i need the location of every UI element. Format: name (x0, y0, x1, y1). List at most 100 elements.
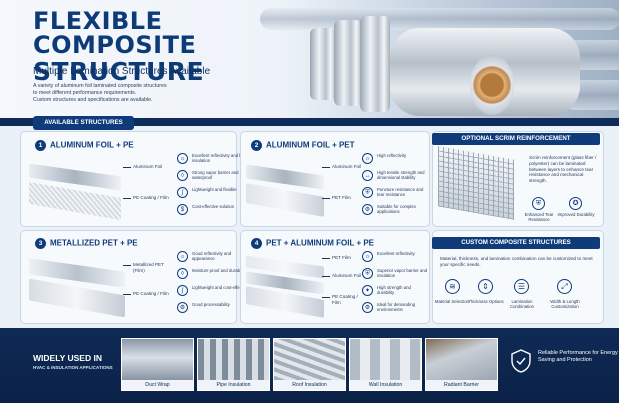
feature-item: ☼Excellent reflectivity and heat insulat… (177, 153, 251, 164)
layer-diagram (29, 251, 139, 321)
application-caption: Pipe Insulation (197, 380, 270, 391)
tension-icon: ↔ (362, 170, 373, 181)
badge-icon: ✪ (569, 197, 582, 210)
scrim-description: Scrim reinforcement (glass fiber / polye… (529, 155, 597, 184)
radiant-barrier-photo (425, 338, 498, 381)
feature-item: ⛨Superior vapor barrier and insulation (362, 268, 428, 279)
feature-item: ✦High strength and durability (362, 285, 428, 296)
layer-label: Aluminum Foil (321, 273, 362, 278)
layer-diagram (246, 251, 336, 321)
number-badge: 4 (251, 238, 262, 249)
shield-icon: ⛨ (362, 268, 373, 279)
roof-insulation-photo (273, 338, 346, 381)
scrim-title: OPTIONAL SCRIM REINFORCEMENT (432, 133, 600, 145)
gear-icon: ⚙ (177, 302, 188, 313)
feature-item: ☼High reflectivity (362, 153, 428, 164)
section-divider (0, 118, 619, 126)
foil-roll-image (334, 20, 362, 106)
sun-icon: ☼ (362, 153, 373, 164)
layer-label: Aluminum Foil (122, 164, 163, 169)
feature-item: ⚙Good processability (177, 302, 251, 313)
shield-icon: ⛨ (362, 187, 373, 198)
sun-icon: ☼ (362, 251, 373, 262)
application-caption: Radiant Barrier (425, 380, 498, 391)
layer-diagram (246, 154, 336, 224)
feature-item: ∫Lightweight and flexible (177, 187, 251, 198)
pet-film-layer (246, 183, 324, 217)
foil-roll-image (310, 28, 336, 100)
feature-item: ⚙Suitable for complex applications (362, 204, 428, 215)
layer-label: PE Coating / Film (322, 294, 364, 305)
sun-icon: ☼ (177, 153, 188, 164)
applications-subtitle: HVAC & INSULATION APPLICATIONS (33, 365, 113, 370)
feature-item: ◊Moisture proof and durable (177, 268, 251, 279)
scrim-icon-label: Enhanced Tear Resistance (524, 212, 554, 223)
application-caption: Duct Wrap (121, 380, 194, 391)
custom-item-label: Material Selection (434, 299, 470, 304)
custom-description: Material, thickness, and lamination comb… (440, 256, 593, 267)
custom-item-label: Width & Length Customization (550, 299, 580, 310)
custom-item-label: Thickness Options (468, 299, 504, 304)
strength-icon: ✦ (362, 285, 373, 296)
scrim-icon-label: Improved Durability (557, 212, 595, 217)
droplet-icon: ◊ (177, 268, 188, 279)
layer-label: Metallized PET (Film) (123, 262, 173, 273)
number-badge: 2 (251, 140, 262, 151)
feature-item: ∫Lightweight and cost-effective (177, 285, 251, 296)
feather-icon: ∫ (177, 285, 188, 296)
pipe-insulation-photo (197, 338, 270, 381)
droplet-icon: ◊ (177, 170, 188, 181)
feature-item: ☼Good reflectivity and appearance (177, 251, 251, 262)
feature-item: ⛨Puncture resistance and tear resistance (362, 187, 428, 198)
shield-icon: ⛨ (532, 197, 545, 210)
feature-item: ◊Strong vapor barrier and waterproof (177, 170, 251, 181)
layer-label: PET Film (322, 255, 351, 260)
layer-label: PE Coating / Film (123, 195, 173, 201)
shield-check-icon (509, 348, 533, 374)
feature-item: ⚙Ideal for demanding environments (362, 302, 428, 313)
wall-insulation-photo (349, 338, 422, 381)
custom-title: CUSTOM COMPOSITE STRUCTURES (432, 237, 600, 249)
hero-banner: FLEXIBLE COMPOSITE STRUCTURE Multiple La… (0, 0, 619, 120)
stack-icon: ☰ (514, 279, 529, 294)
custom-item-label: Lamination Combination (509, 299, 535, 310)
feature-item: $Cost-effective solution (177, 204, 251, 215)
page-subtitle: Multiple Lamination Structures Available (33, 66, 211, 77)
ruler-icon: ⇕ (478, 279, 493, 294)
reliability-text: Reliable Performance for Energy Saving a… (538, 350, 618, 363)
feature-item: ☼Excellent reflectivity (362, 251, 428, 262)
applications-title: WIDELY USED IN (33, 353, 102, 363)
application-caption: Roof Insulation (273, 380, 346, 391)
roll-core-image (470, 55, 514, 115)
number-badge: 3 (35, 238, 46, 249)
layer-label: Aluminum Foil (321, 164, 362, 169)
gear-icon: ⚙ (362, 302, 373, 313)
layer-diagram (29, 154, 139, 224)
feature-item: ↔High tensile strength and dimensional s… (362, 170, 428, 181)
page-description: A variety of aluminum foil laminated com… (33, 83, 167, 103)
coin-icon: $ (177, 204, 188, 215)
sun-icon: ☼ (177, 251, 188, 262)
layers-icon: ≋ (445, 279, 460, 294)
feather-icon: ∫ (177, 187, 188, 198)
layer-label: PET Film (322, 195, 351, 200)
page-title: FLEXIBLE COMPOSITE STRUCTURE (33, 7, 205, 86)
application-caption: Wall Insulation (349, 380, 422, 391)
expand-icon: ⤢ (557, 279, 572, 294)
duct-wrap-photo (121, 338, 194, 381)
layer-label: PE Coating / Film (123, 291, 173, 297)
available-structures-tag: AVAILABLE STRUCTURES (33, 116, 134, 130)
duct-pipe-image (260, 8, 619, 30)
foil-roll-image (360, 16, 390, 112)
gear-icon: ⚙ (362, 204, 373, 215)
number-badge: 1 (35, 140, 46, 151)
